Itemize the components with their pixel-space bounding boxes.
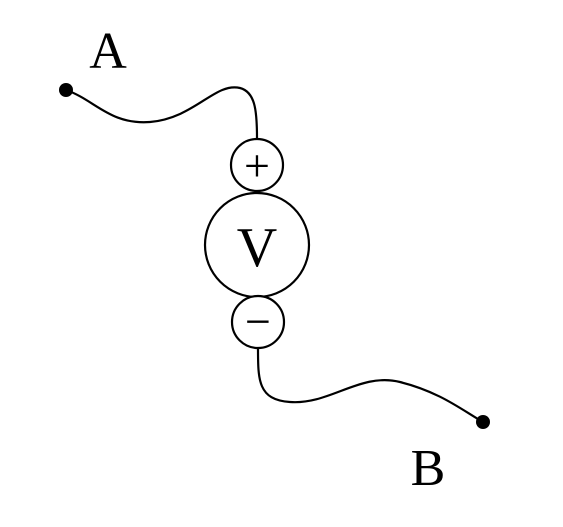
negative-sign: −	[245, 296, 271, 347]
wire-a	[65, 86, 259, 139]
positive-sign: +	[244, 140, 270, 191]
terminal-b-dot	[476, 415, 490, 429]
terminal-b-label: B	[411, 440, 446, 497]
voltmeter-label: V	[237, 217, 277, 279]
wire-b	[256, 347, 484, 423]
positive-terminal	[229, 137, 285, 193]
terminal-a-label: A	[89, 23, 127, 80]
terminal-a-dot	[59, 83, 73, 97]
